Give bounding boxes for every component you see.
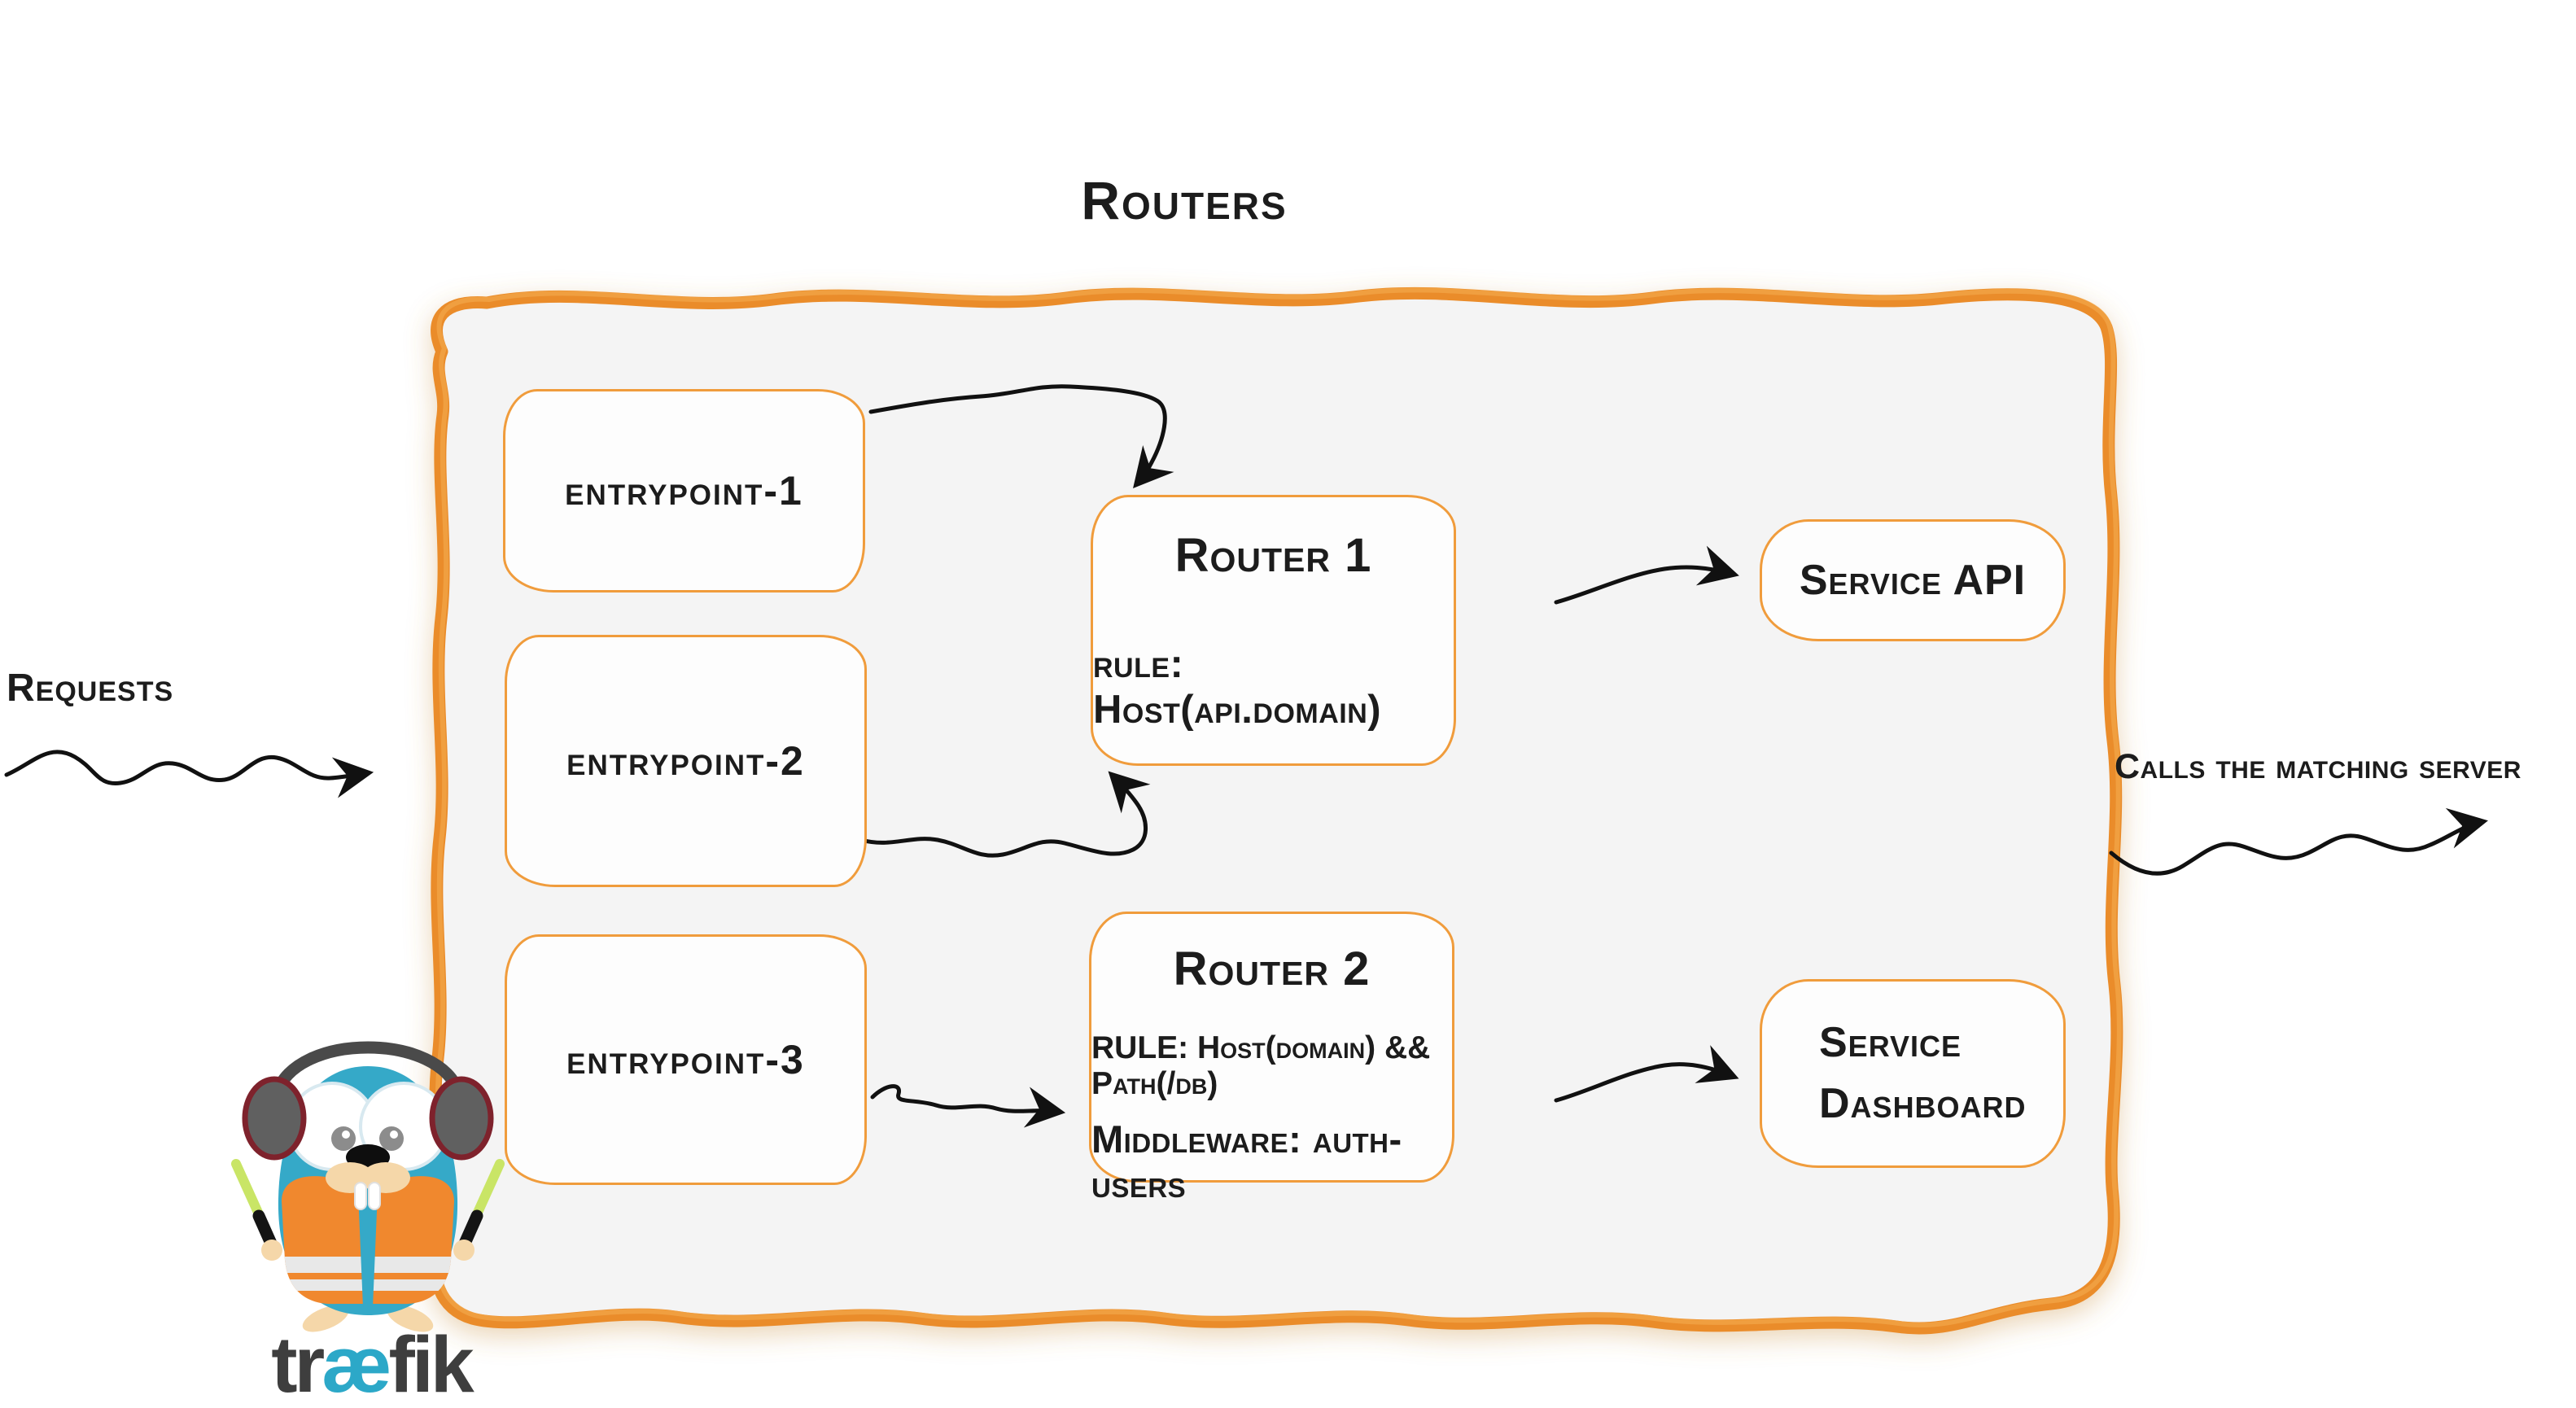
gopher-teeth xyxy=(354,1182,381,1210)
diagram-title: Routers xyxy=(1081,170,1288,230)
entrypoint-2-box: entrypoint-2 xyxy=(505,635,867,887)
entrypoint-1-label: entrypoint-1 xyxy=(565,468,803,514)
arrow-calls-out xyxy=(2109,807,2488,876)
wordmark-tr: tr xyxy=(271,1325,325,1406)
arrow-requests-in xyxy=(4,750,374,798)
router-1-box: Router 1 rule: Host(api.domain) xyxy=(1091,495,1456,766)
arrow-router2-to-service-dashboard xyxy=(1554,1045,1739,1103)
wordmark-fik: fik xyxy=(388,1325,475,1406)
requests-label: Requests xyxy=(7,667,174,710)
gopher-headphones xyxy=(242,1041,494,1161)
gopher-hands xyxy=(261,1240,475,1261)
traefik-wordmark: træfik xyxy=(234,1325,508,1406)
gopher-feet xyxy=(302,1305,434,1332)
arrow-entrypoint2-to-router1 xyxy=(859,771,1151,858)
service-dashboard-label: Service Dashboard xyxy=(1819,1018,2027,1127)
service-dashboard-box: Service Dashboard xyxy=(1760,979,2066,1168)
wordmark-ae: æ xyxy=(321,1325,391,1406)
router-1-rule: rule: Host(api.domain) xyxy=(1093,642,1382,732)
service-api-box: Service API xyxy=(1760,519,2066,641)
arrow-entrypoint1-to-router1 xyxy=(868,384,1174,488)
entrypoint-3-label: entrypoint-3 xyxy=(566,1037,805,1082)
router-1-title: Router 1 xyxy=(1174,529,1372,582)
entrypoint-2-label: entrypoint-2 xyxy=(566,738,805,784)
router-2-rule: RULE: Host(domain) && Path(/db) xyxy=(1091,1030,1431,1101)
traefik-gopher-logo xyxy=(231,1041,505,1332)
router-2-title: Router 2 xyxy=(1173,942,1371,995)
service-api-label: Service API xyxy=(1799,557,2027,604)
arrow-entrypoint3-to-router2 xyxy=(870,1084,1066,1128)
calls-label: Calls the matching server xyxy=(2115,747,2521,786)
router-2-middleware: Middleware: auth-users xyxy=(1091,1117,1402,1205)
router-2-box: Router 2 RULE: Host(domain) && Path(/db)… xyxy=(1089,912,1454,1205)
entrypoint-1-box: entrypoint-1 xyxy=(503,389,865,592)
arrow-router1-to-service-api xyxy=(1554,545,1739,605)
entrypoint-3-box: entrypoint-3 xyxy=(505,934,867,1185)
